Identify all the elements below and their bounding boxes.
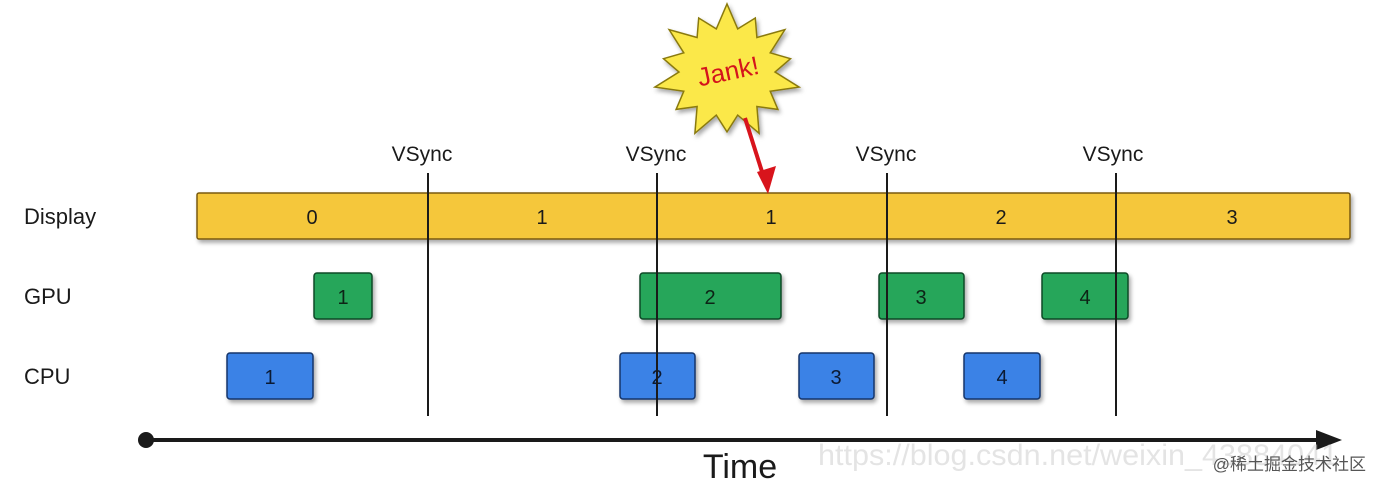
gpu-block-label: 2 bbox=[704, 287, 715, 309]
display-bar: 0 1 1 2 3 bbox=[196, 192, 1351, 240]
cpu-block-label: 4 bbox=[996, 367, 1007, 389]
gpu-block bbox=[878, 272, 965, 320]
gpu-block bbox=[313, 272, 373, 320]
time-axis: Time bbox=[138, 430, 1342, 486]
cpu-block-label: 3 bbox=[830, 367, 841, 389]
gpu-block-label: 4 bbox=[1079, 287, 1090, 309]
cpu-block bbox=[226, 352, 314, 400]
cpu-lane-label: CPU bbox=[24, 364, 70, 389]
gpu-block bbox=[1041, 272, 1129, 320]
display-frame-label: 3 bbox=[1226, 207, 1237, 229]
display-lane-label: Display bbox=[24, 204, 96, 229]
jank-callout: Jank! bbox=[652, 1, 802, 194]
time-axis-arrowhead bbox=[1316, 430, 1342, 450]
display-frame-label: 1 bbox=[536, 207, 547, 229]
jank-arrow-head bbox=[757, 166, 776, 194]
jank-starburst bbox=[652, 1, 802, 136]
cpu-block bbox=[963, 352, 1041, 400]
watermark-brand: @稀土掘金技术社区 bbox=[1213, 455, 1366, 474]
watermark-url: https://blog.csdn.net/weixin_43884041 bbox=[818, 439, 1338, 472]
display-frame-label: 2 bbox=[995, 207, 1006, 229]
vsync-label: VSync bbox=[392, 143, 453, 166]
jank-arrow-shaft bbox=[743, 117, 766, 179]
vsync-markers: VSync VSync VSync VSync bbox=[392, 143, 1144, 416]
time-axis-label: Time bbox=[703, 448, 777, 486]
gpu-block-label: 1 bbox=[337, 287, 348, 309]
gpu-block-label: 3 bbox=[915, 287, 926, 309]
display-frame-label: 1 bbox=[765, 207, 776, 229]
gpu-lane-label: GPU bbox=[24, 284, 72, 309]
cpu-block-label: 1 bbox=[264, 367, 275, 389]
display-bar-rect bbox=[196, 192, 1351, 240]
cpu-block bbox=[798, 352, 875, 400]
vsync-label: VSync bbox=[626, 143, 687, 166]
gpu-lane: 1 2 3 4 bbox=[313, 272, 1129, 320]
vsync-label: VSync bbox=[856, 143, 917, 166]
cpu-lane: 1 2 3 4 bbox=[226, 352, 1041, 400]
display-frame-label: 0 bbox=[306, 207, 317, 229]
vsync-label: VSync bbox=[1083, 143, 1144, 166]
gpu-block bbox=[639, 272, 782, 320]
